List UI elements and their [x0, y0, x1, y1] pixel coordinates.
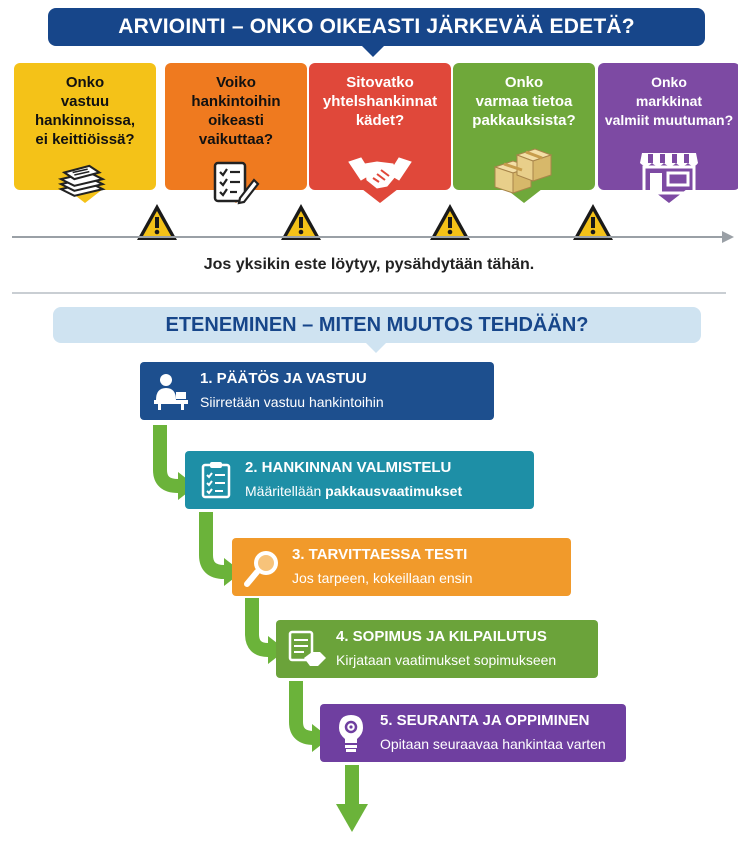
- step-4: 4. SOPIMUS JA KILPAILUTUS Kirjataan vaat…: [276, 620, 598, 678]
- step-2-title: 2. HANKINNAN VALMISTELU: [245, 459, 452, 476]
- warning-icon: [430, 204, 470, 240]
- step-1-subtitle: Siirretään vastuu hankintoihin: [200, 394, 384, 410]
- timeline-arrowhead: [722, 231, 734, 243]
- store-icon: [640, 153, 698, 195]
- checklist-pencil-icon: [213, 161, 260, 205]
- progress-banner-pointer: [365, 342, 387, 353]
- progress-banner: ETENEMINEN – MITEN MUUTOS TEHDÄÄN?: [53, 307, 701, 343]
- step-2: 2. HANKINNAN VALMISTELU Määritellään pak…: [185, 451, 534, 509]
- papers-icon: [57, 164, 106, 197]
- step-5: 5. SEURANTA JA OPPIMINEN Opitaan seuraav…: [320, 704, 626, 762]
- assessment-banner: ARVIOINTI – ONKO OIKEASTI JÄRKEVÄÄ EDETÄ…: [48, 8, 705, 46]
- step-4-subtitle: Kirjataan vaatimukset sopimukseen: [336, 652, 557, 668]
- step-1-title: 1. PÄÄTÖS JA VASTUU: [200, 370, 367, 387]
- lightbulb-gear-icon: [339, 715, 363, 752]
- timeline-line: [12, 236, 728, 238]
- clipboard-checklist-icon: [201, 462, 231, 499]
- step-3-subtitle: Jos tarpeen, kokeillaan ensin: [292, 570, 473, 586]
- step-3: 3. TARVITTAESSA TESTI Jos tarpeen, kokei…: [232, 538, 571, 596]
- assessment-banner-pointer: [361, 45, 385, 57]
- step-1: 1. PÄÄTÖS JA VASTUU Siirretään vastuu ha…: [140, 362, 494, 420]
- step-2-subtitle: Määritellään pakkausvaatimukset: [245, 483, 463, 499]
- step-3-title: 3. TARVITTAESSA TESTI: [292, 546, 468, 563]
- step-5-title: 5. SEURANTA JA OPPIMINEN: [380, 712, 590, 729]
- person-desk-icon: [154, 374, 188, 410]
- step-5-subtitle: Opitaan seuraavaa hankintaa varten: [380, 736, 606, 752]
- step-4-title: 4. SOPIMUS JA KILPAILUTUS: [336, 628, 547, 645]
- warning-icon: [137, 204, 177, 240]
- stop-note: Jos yksikin este löytyy, pysähdytään täh…: [203, 256, 535, 273]
- warning-icon: [281, 204, 321, 240]
- handshake-icon: [348, 157, 412, 189]
- boxes-icon: [493, 148, 553, 194]
- section-divider: [12, 292, 726, 294]
- magnifier-icon: [244, 551, 278, 587]
- warning-icon: [573, 204, 613, 240]
- document-handshake-icon: [288, 630, 326, 666]
